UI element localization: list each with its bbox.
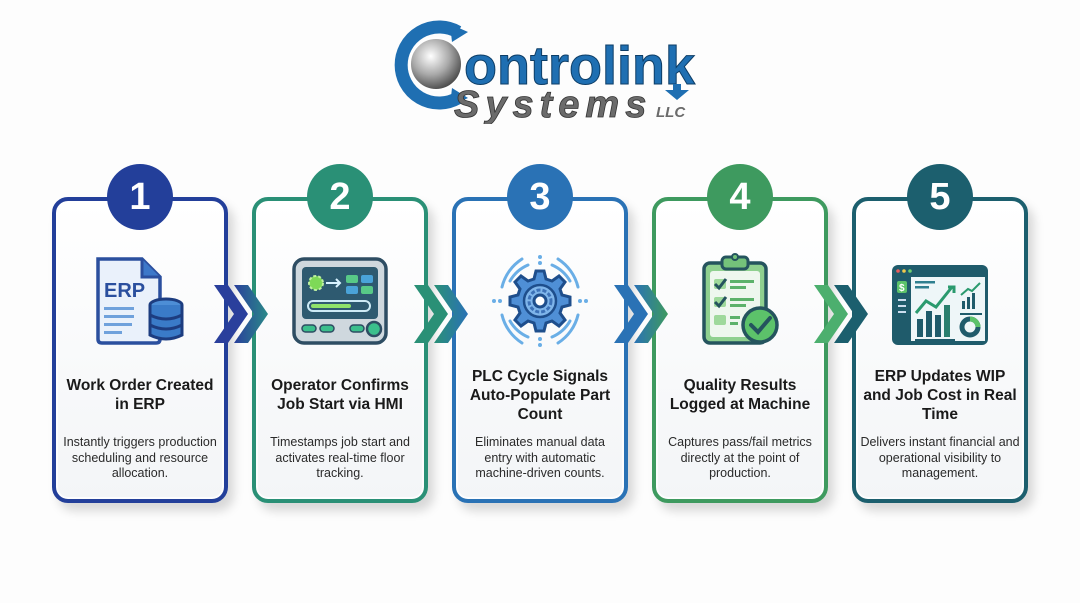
step-title: Quality Results Logged at Machine (669, 377, 811, 413)
step-card-2: 2 Operator Confirms Job Start via HMI Ti… (252, 164, 428, 503)
chevron-arrow-2-3-icon (412, 283, 470, 345)
step-title: ERP Updates WIP and Job Cost in Real Tim… (863, 367, 1017, 423)
svg-text:$: $ (899, 283, 905, 294)
step-description: Delivers instant financial and operation… (860, 435, 1020, 480)
svg-text:ERP: ERP (104, 280, 145, 302)
step-card-5: 5 $ ERP Updates WIP and Job Cost in Real… (852, 164, 1028, 503)
financial-dashboard-icon: $ (890, 253, 990, 349)
logo-suffix: LLC (656, 104, 686, 121)
step-title: Operator Confirms Job Start via HMI (271, 377, 409, 413)
logo-word2: Systems (454, 84, 652, 124)
step-number-badge: 2 (307, 164, 373, 230)
step-description: Timestamps job start and activates real-… (270, 435, 410, 480)
clipboard-check-icon (690, 253, 790, 349)
step-description: Eliminates manual data entry with automa… (475, 435, 605, 480)
step-number-badge: 5 (907, 164, 973, 230)
step-card-1: 1 ERP Work Order Created in ERP Instantl… (52, 164, 228, 503)
step-card-3: 3 PLC Cycle Signals Auto-Populate Part C… (452, 164, 628, 503)
chevron-arrow-3-4-icon (612, 283, 670, 345)
erp-document-database-icon: ERP (90, 253, 190, 349)
step-description: Instantly triggers production scheduling… (63, 435, 217, 480)
hmi-panel-icon (290, 253, 390, 349)
gear-signal-icon (490, 253, 590, 349)
step-title: Work Order Created in ERP (66, 377, 214, 413)
chevron-arrow-1-2-icon (212, 283, 270, 345)
step-number-badge: 3 (507, 164, 573, 230)
chevron-arrow-4-5-icon (812, 283, 870, 345)
step-title: PLC Cycle Signals Auto-Populate Part Cou… (469, 367, 611, 423)
step-number-badge: 4 (707, 164, 773, 230)
step-number-badge: 1 (107, 164, 173, 230)
company-logo: ontrolink Systems LLC (390, 14, 700, 126)
step-description: Captures pass/fail metrics directly at t… (668, 435, 812, 480)
logo-word1: ontrolink (464, 36, 696, 96)
step-card-4: 4 Quality Results Logged at Machine Capt… (652, 164, 828, 503)
